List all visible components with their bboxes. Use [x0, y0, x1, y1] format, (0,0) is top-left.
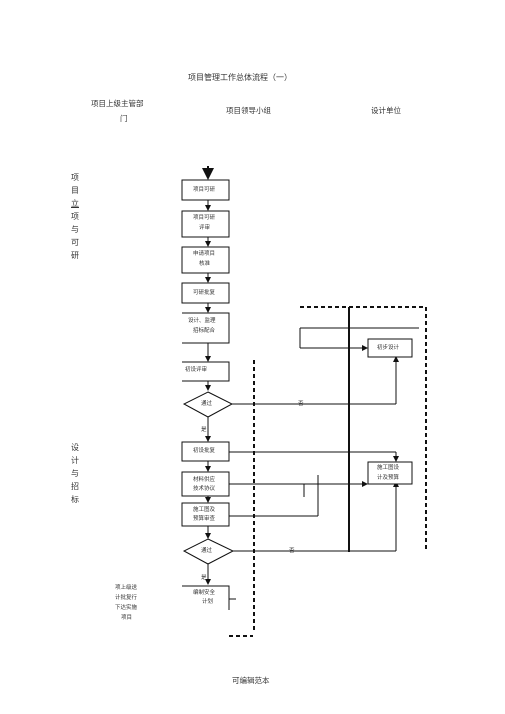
label-preliminary-reply: 初设批复 [193, 448, 216, 454]
label-feasibility-review-1: 项目可研 [193, 215, 216, 221]
phase-label-initiation: 项 目 立 项 与 可 研 [71, 173, 79, 260]
box-safety-plan [182, 585, 230, 610]
label-safety-plan-1: 编制安全 [193, 590, 216, 596]
label-drawing-review-1: 施工图及 [193, 507, 216, 513]
label-preliminary-design: 初步设计 [377, 345, 400, 351]
label-feasibility-reply: 可研批复 [193, 290, 216, 296]
column-header-superior-dept: 项目上级主管部 [91, 99, 144, 108]
column-header-design-unit: 设计单位 [371, 106, 401, 115]
label-drawing-design-1: 施工图设 [377, 465, 400, 471]
label-bidding-support-2: 招标配合 [193, 328, 216, 334]
box-apply-approval [181, 246, 230, 274]
box-project-feasibility [181, 179, 230, 201]
box-drawing-review [181, 502, 230, 527]
column-header-leadership-group: 项目领导小组 [226, 106, 271, 115]
box-preliminary-review [182, 361, 230, 382]
label-decision-pass-2: 通过 [201, 548, 213, 554]
box-preliminary-design [367, 338, 413, 358]
note-line-2: 计批复行 [115, 595, 138, 601]
box-feasibility-review [181, 210, 230, 238]
label-preliminary-review: 初设评审 [185, 367, 208, 373]
label-material-agreement-2: 技术协议 [193, 486, 216, 492]
edge-label-yes-2: 是 [201, 575, 207, 581]
box-drawing-design [367, 461, 413, 485]
label-drawing-design-2: 计及预算 [377, 475, 400, 481]
label-material-agreement-1: 材料供应 [193, 477, 216, 483]
edge-label-no-1: 否 [298, 401, 304, 407]
page-title: 项目管理工作总体流程（一） [188, 73, 292, 82]
note-line-1: 项上级送 [115, 585, 138, 591]
label-bidding-support-1: 设计、监理 [188, 318, 216, 324]
box-bidding-support [182, 312, 230, 344]
box-material-agreement [181, 471, 230, 497]
label-project-feasibility: 项目可研 [193, 187, 216, 193]
label-safety-plan-2: 计划 [202, 599, 214, 605]
edge-label-no-2: 否 [289, 548, 295, 554]
edge-label-yes-1: 是 [201, 427, 207, 433]
column-header-superior-dept-cont: 门 [120, 114, 128, 123]
label-feasibility-review-2: 评审 [199, 225, 211, 231]
phase-label-design-bidding: 设 计 与 招 标 [71, 443, 79, 504]
label-apply-approval-2: 核准 [199, 261, 211, 267]
label-apply-approval-1: 申请项目 [193, 251, 216, 257]
footer-text: 可编辑范本 [232, 676, 270, 685]
note-line-4: 项目 [121, 615, 133, 621]
note-line-3: 下达实施 [115, 605, 138, 611]
label-decision-pass-1: 通过 [201, 401, 213, 407]
label-drawing-review-2: 预算审查 [193, 516, 216, 522]
box-feasibility-reply [181, 282, 230, 304]
